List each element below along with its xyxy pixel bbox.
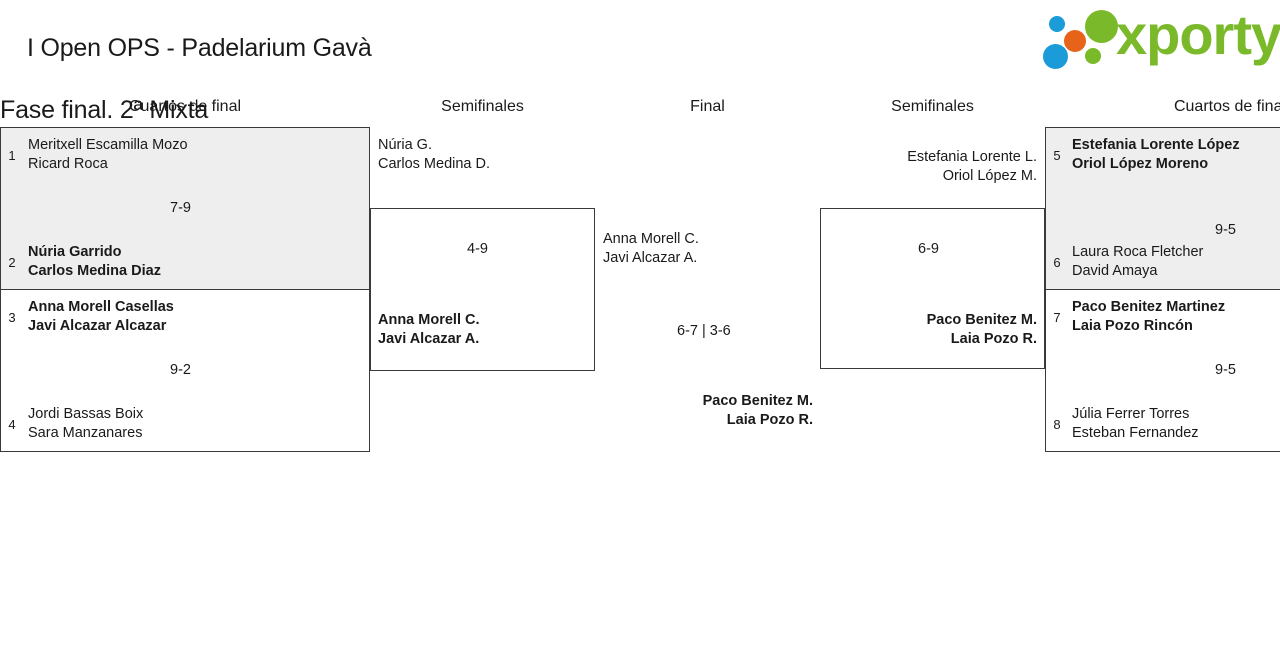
score-sf1: 4-9 xyxy=(467,241,488,257)
player-name: Esteban Fernandez xyxy=(1072,425,1199,441)
team-qf2-top[interactable]: Anna Morell Casellas Javi Alcazar Alcaza… xyxy=(28,298,174,336)
player-name: Paco Benitez M. xyxy=(926,312,1037,328)
team-final-bottom-champion[interactable]: Paco Benitez M. Laia Pozo R. xyxy=(613,392,813,430)
round-header-quarterfinals-left: Cuartos de final xyxy=(128,98,242,115)
seed-number-7: 7 xyxy=(1053,310,1061,325)
player-name: Oriol López Moreno xyxy=(1072,156,1209,172)
logo-dot-blue-top-icon xyxy=(1049,16,1065,32)
logo-dots-icon xyxy=(1038,6,1124,69)
player-name: Laia Pozo R. xyxy=(950,331,1037,347)
logo-wordmark: xporty xyxy=(1116,3,1280,66)
seed-number-1: 1 xyxy=(8,148,16,163)
team-sf1-top[interactable]: Núria G. Carlos Medina D. xyxy=(378,136,490,174)
player-name: Anna Morell Casellas xyxy=(28,299,174,315)
round-header-quarterfinals-right: Cuartos de final xyxy=(1173,98,1280,115)
team-qf3-bottom[interactable]: Laura Roca Fletcher David Amaya xyxy=(1072,243,1203,281)
seed-number-2: 2 xyxy=(8,255,16,270)
seed-number-5: 5 xyxy=(1053,148,1061,163)
player-name: Sara Manzanares xyxy=(28,425,143,441)
player-name: Javi Alcazar A. xyxy=(603,250,698,266)
score-final: 6-7 | 3-6 xyxy=(677,323,731,339)
player-name: Javi Alcazar A. xyxy=(378,331,480,347)
logo-dot-green-small-icon xyxy=(1085,48,1101,64)
player-name: Javi Alcazar Alcazar xyxy=(28,318,167,334)
match-box-sf2[interactable] xyxy=(820,208,1045,369)
match-box-sf1[interactable] xyxy=(370,208,595,371)
player-name: Estefania Lorente López xyxy=(1072,137,1240,153)
score-qf4: 9-5 xyxy=(1215,362,1236,378)
player-name: Oriol López M. xyxy=(942,168,1037,184)
player-name: Carlos Medina Diaz xyxy=(28,263,161,279)
player-name: Laura Roca Fletcher xyxy=(1072,244,1204,260)
seed-number-3: 3 xyxy=(8,310,16,325)
player-name: Laia Pozo Rincón xyxy=(1072,318,1193,334)
seed-number-6: 6 xyxy=(1053,255,1061,270)
match-box-qf1[interactable] xyxy=(0,127,370,290)
page-title: I Open OPS - Padelarium Gavà Fase final.… xyxy=(0,2,372,188)
player-name: David Amaya xyxy=(1072,263,1158,279)
player-name: Laia Pozo R. xyxy=(726,412,813,428)
match-box-qf3[interactable] xyxy=(1045,127,1280,290)
seed-number-8: 8 xyxy=(1053,417,1061,432)
player-name: Anna Morell C. xyxy=(378,312,480,328)
team-final-top[interactable]: Anna Morell C. Javi Alcazar A. xyxy=(603,230,699,268)
player-name: Paco Benitez M. xyxy=(702,393,813,409)
round-header-semifinals-left: Semifinales xyxy=(441,98,524,115)
player-name: Núria G. xyxy=(378,137,432,153)
title-line-1: I Open OPS - Padelarium Gavà xyxy=(26,34,372,62)
page-header: I Open OPS - Padelarium Gavà Fase final.… xyxy=(0,0,1280,125)
logo-dot-orange-icon xyxy=(1064,30,1086,52)
team-qf1-top[interactable]: Meritxell Escamilla Mozo Ricard Roca xyxy=(28,136,188,174)
player-name: Estefania Lorente L. xyxy=(907,149,1037,165)
team-sf2-bottom[interactable]: Paco Benitez M. Laia Pozo R. xyxy=(837,311,1037,349)
match-box-qf2[interactable] xyxy=(0,289,370,452)
score-sf2: 6-9 xyxy=(918,241,939,257)
team-qf2-bottom[interactable]: Jordi Bassas Boix Sara Manzanares xyxy=(28,405,143,443)
player-name: Núria Garrido xyxy=(28,244,122,260)
team-qf4-bottom[interactable]: Júlia Ferrer Torres Esteban Fernandez xyxy=(1072,405,1199,443)
player-name: Ricard Roca xyxy=(28,156,108,172)
team-sf2-top[interactable]: Estefania Lorente L. Oriol López M. xyxy=(837,148,1037,186)
player-name: Júlia Ferrer Torres xyxy=(1072,406,1190,422)
team-qf4-top[interactable]: Paco Benitez Martinez Laia Pozo Rincón xyxy=(1072,298,1225,336)
team-qf3-top[interactable]: Estefania Lorente López Oriol López More… xyxy=(1072,136,1240,174)
player-name: Carlos Medina D. xyxy=(378,156,491,172)
score-qf1: 7-9 xyxy=(170,200,191,216)
match-box-qf4[interactable] xyxy=(1045,289,1280,452)
player-name: Jordi Bassas Boix xyxy=(28,406,144,422)
player-name: Anna Morell C. xyxy=(603,231,699,247)
logo-dot-green-large-icon xyxy=(1085,10,1118,43)
player-name: Paco Benitez Martinez xyxy=(1072,299,1226,315)
seed-number-4: 4 xyxy=(8,417,16,432)
score-qf3: 9-5 xyxy=(1215,222,1236,238)
score-qf2: 9-2 xyxy=(170,362,191,378)
team-sf1-bottom[interactable]: Anna Morell C. Javi Alcazar A. xyxy=(378,311,480,349)
logo-dot-blue-bottom-icon xyxy=(1043,44,1068,69)
team-qf1-bottom[interactable]: Núria Garrido Carlos Medina Diaz xyxy=(28,243,161,281)
xporty-logo[interactable]: xporty xyxy=(1038,4,1280,69)
round-header-semifinals-right: Semifinales xyxy=(891,98,974,115)
title-line-2: Fase final. 2ª Mixta xyxy=(0,96,209,124)
round-header-final: Final xyxy=(690,98,725,115)
player-name: Meritxell Escamilla Mozo xyxy=(28,137,188,153)
